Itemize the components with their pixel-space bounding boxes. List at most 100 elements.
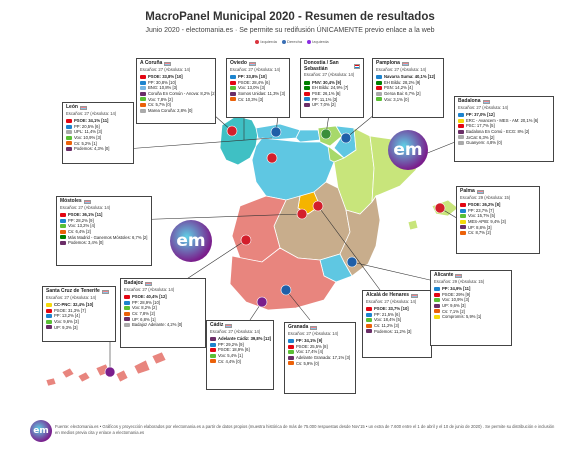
- party-logo-icon: [230, 80, 236, 85]
- party-result: ERC - Avancem - MES - AM: 20,1% [6]: [466, 117, 539, 123]
- card-city-name: Badalona: [458, 98, 550, 105]
- party-logo-icon: [60, 235, 66, 240]
- card-city-label: León: [66, 104, 78, 110]
- city-dot-palma: [434, 202, 446, 214]
- party-row: BNG: 10,8% [3]: [140, 85, 212, 91]
- party-logo-icon: [66, 146, 72, 151]
- party-row: PSN: 14,2% [4]: [376, 85, 440, 91]
- city-dot-coruna: [226, 125, 238, 137]
- party-row: Cs: 4,4% [0]: [210, 359, 270, 365]
- party-result: Cs: 4,4% [0]: [218, 358, 241, 364]
- party-result: PP: 37,0% [12]: [466, 112, 495, 118]
- party-logo-icon: [288, 361, 294, 366]
- city-flag-icon: [353, 64, 360, 69]
- party-result: Podemos: 4,3% [0]: [74, 146, 110, 152]
- card-seats: Escaños: 27 (Absoluta: 14): [366, 298, 417, 304]
- card-seats: Escaños: 27 (Absoluta: 14): [230, 66, 281, 72]
- card-seats: Escaños: 27 (Absoluta: 14): [60, 204, 111, 210]
- party-row: UP: 9,3% [3]: [46, 325, 112, 331]
- party-row: Badajoz Adelante: 4,2% [0]: [124, 322, 202, 328]
- party-row: PP: 37,0% [12]: [458, 112, 550, 118]
- card-seats: Escaños: 27 (Absoluta: 14): [140, 66, 191, 72]
- party-logo-icon: [304, 91, 310, 96]
- party-row: PSOE: 25,5% [8]: [288, 344, 352, 350]
- party-row: Vox: 10,9% [3]: [66, 135, 130, 141]
- party-result: Podemos: 3,4% [0]: [68, 240, 104, 246]
- city-dot-cadiz: [256, 296, 268, 308]
- party-result: UP: 6,8% [1]: [132, 316, 156, 322]
- party-row: Vox: 10,9% [3]: [434, 297, 508, 303]
- party-logo-icon: [124, 322, 130, 327]
- party-result: Más Madrid - Ganemos Móstoles: 6,7% [2]: [68, 234, 148, 240]
- party-row: Cs: 6,4% [2]: [60, 229, 148, 235]
- card-city-label: Pamplona: [376, 60, 400, 66]
- card-city-name: Alicante: [434, 272, 508, 279]
- party-result: Coruña En Común - Anova: 8,2% [2]: [148, 90, 216, 96]
- party-logo-icon: [140, 91, 146, 96]
- party-row: PP: 21,5% [6]: [366, 312, 428, 318]
- card-city-name: Palma: [460, 188, 536, 195]
- party-logo-icon: [60, 224, 66, 229]
- party-row: Cs: 5,9% [0]: [288, 361, 352, 367]
- party-row: PP: 13,2% [4]: [46, 313, 112, 319]
- party-logo-icon: [434, 292, 440, 297]
- card-city-label: A Coruña: [140, 60, 163, 66]
- party-result: Vox: 3,1% [0]: [384, 96, 409, 102]
- card-city-name: A Coruña: [140, 60, 212, 67]
- party-result: Vox: 17,4% [4]: [296, 349, 324, 355]
- party-logo-icon: [460, 225, 466, 230]
- party-logo-icon: [140, 108, 146, 113]
- party-result: PP: 30,8% [10]: [148, 79, 176, 85]
- party-result: PP: 21,5% [6]: [374, 311, 400, 317]
- card-city-label: Santa Cruz de Tenerife: [46, 288, 100, 294]
- card-seats: Escaños: 27 (Absoluta: 14): [124, 286, 175, 292]
- region-canaries: [45, 351, 167, 387]
- city-dot-alcala: [312, 200, 324, 212]
- party-row: Guanyem: 4,8% [0]: [458, 140, 550, 146]
- party-result: Somos Unidas: 11,3% [3]: [238, 90, 285, 96]
- party-row: Adelante Cádiz: 39,8% [12]: [210, 336, 271, 342]
- party-result: Guanyem: 4,8% [0]: [466, 140, 502, 146]
- party-result: PSOE: 31,3% [7]: [54, 307, 86, 313]
- city-flag-icon: [401, 61, 409, 67]
- party-logo-icon: [210, 359, 216, 364]
- page-title: MacroPanel Municipal 2020 - Resumen de r…: [145, 11, 435, 23]
- party-row: Vox: 15,7% [5]: [460, 213, 536, 219]
- card-seats: Escaños: 27 (Absoluta: 14): [458, 104, 509, 110]
- party-result: PSOE: 18,9% [6]: [218, 347, 250, 353]
- party-row: PSOE: 36,1% [11]: [60, 212, 148, 218]
- party-result: Vox: 13,2% [4]: [68, 223, 96, 229]
- em-logo-right: em: [388, 130, 428, 170]
- party-result: Cs: 7,8% [2]: [132, 310, 155, 316]
- party-logo-icon: [60, 218, 66, 223]
- card-city-name: Santa Cruz de Tenerife: [46, 288, 112, 295]
- party-logo-icon: [288, 338, 294, 343]
- party-logo-icon: [46, 302, 52, 307]
- party-row: PSE: 26,1% [6]: [304, 91, 360, 97]
- party-logo-icon: [460, 208, 466, 213]
- party-result: PP: 23,7% [7]: [468, 207, 494, 213]
- city-dot-leon: [266, 152, 278, 164]
- party-logo-icon: [230, 86, 236, 91]
- party-logo-icon: [46, 314, 52, 319]
- party-row: ERC - Avancem - MES - AM: 20,1% [6]: [458, 118, 550, 124]
- party-logo-icon: [376, 86, 382, 91]
- card-seats: Escaños: 27 (Absoluta: 14): [288, 330, 339, 336]
- card-city-label: Donostia / San Sebastián: [304, 60, 339, 72]
- party-row: Vox: 7,8% [2]: [140, 97, 212, 103]
- party-row: Cs: 5,2% [1]: [66, 141, 130, 147]
- city-dot-oviedo: [270, 126, 282, 138]
- party-result: PP: 34,9% [11]: [442, 286, 471, 292]
- party-row: PSOE: 40,4% [12]: [124, 294, 202, 300]
- page-subtitle: Junio 2020 - electomania.es · Se permite…: [145, 27, 435, 34]
- legend-dot-1: [255, 39, 260, 44]
- region-cantabria: [295, 129, 321, 143]
- party-logo-icon: [460, 219, 466, 224]
- city-flag-icon: [482, 99, 490, 105]
- party-row: Adelante Granada: 17,1% [3]: [288, 355, 352, 361]
- party-result: PP: 28,2% [9]: [68, 217, 94, 223]
- party-result: Marea Coruña: 2,8% [0]: [148, 107, 193, 113]
